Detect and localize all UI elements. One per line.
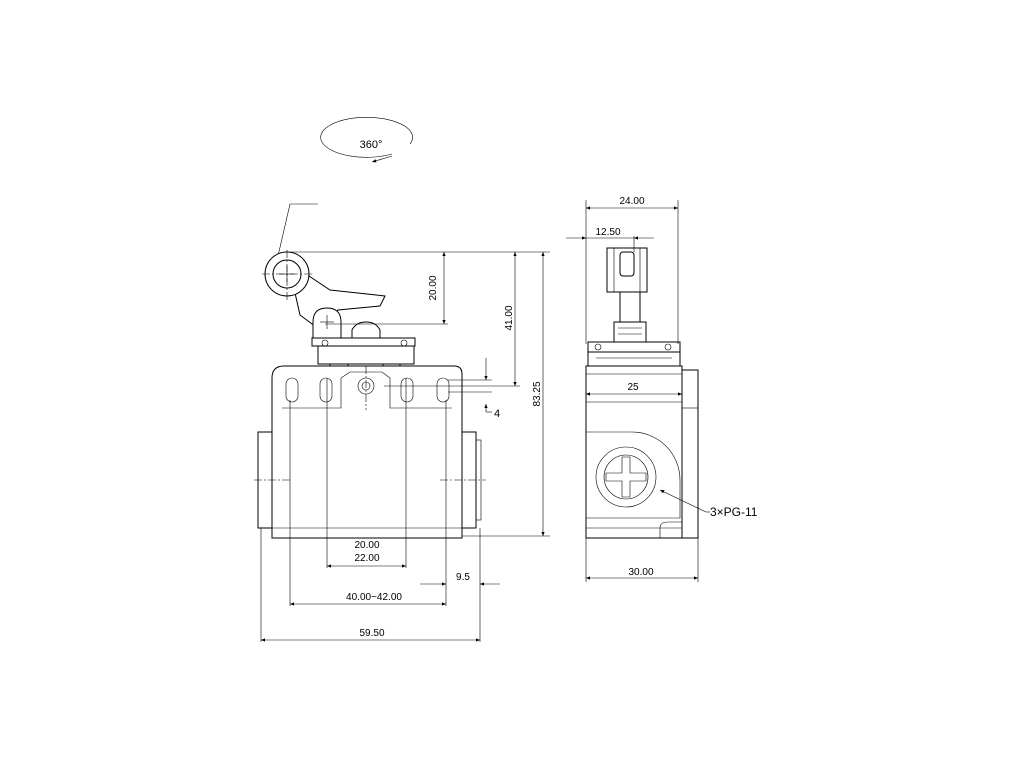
conduit-hub-right — [440, 431, 486, 529]
front-view: 20.00 41.00 83.25 4 20.00 22.00 9.5 40.0… — [254, 203, 550, 642]
mount-slot — [436, 377, 450, 403]
side-base-flange — [659, 369, 699, 539]
roller-leader — [277, 203, 318, 257]
conduit-callout: 3×PG-11 — [710, 505, 758, 519]
mount-slot — [319, 377, 333, 403]
dim-body-width: 25 — [627, 382, 639, 393]
dim-slot-inner: 20.00 — [354, 540, 379, 551]
dim-mount-range: 40.00~42.00 — [346, 592, 402, 603]
dim-slot-outer: 22.00 — [354, 553, 379, 564]
head-bracket — [311, 337, 416, 372]
rotation-label: 360° — [360, 139, 383, 151]
rotation-indicator: 360° — [320, 117, 413, 163]
dim-total-width: 59.50 — [359, 628, 384, 639]
dim-plunger-height: 41.00 — [504, 305, 515, 330]
mount-slot — [285, 377, 299, 403]
dim-mount-offset: 4 — [494, 408, 500, 420]
conduit-hub-left — [254, 431, 292, 529]
switch-housing — [271, 365, 463, 539]
dim-lever-height: 20.00 — [428, 275, 439, 300]
mount-slot — [400, 377, 414, 403]
rotation-arc — [320, 117, 413, 158]
dim-top-width: 24.00 — [619, 196, 644, 207]
lever-arm — [287, 260, 386, 331]
dim-hub-width: 9.5 — [456, 572, 470, 583]
dim-plunger-offset: 12.50 — [595, 227, 620, 238]
side-top-cap — [587, 341, 681, 367]
side-view: 24.00 12.50 25 30.00 3×PG-11 — [566, 196, 758, 582]
conduit-entry — [586, 431, 681, 519]
cross-screw-icon — [605, 456, 647, 498]
rotation-arrow — [371, 155, 393, 163]
dim-total-height: 83.25 — [532, 381, 543, 406]
dim-base-width: 30.00 — [628, 567, 653, 578]
side-actuator — [606, 247, 648, 345]
